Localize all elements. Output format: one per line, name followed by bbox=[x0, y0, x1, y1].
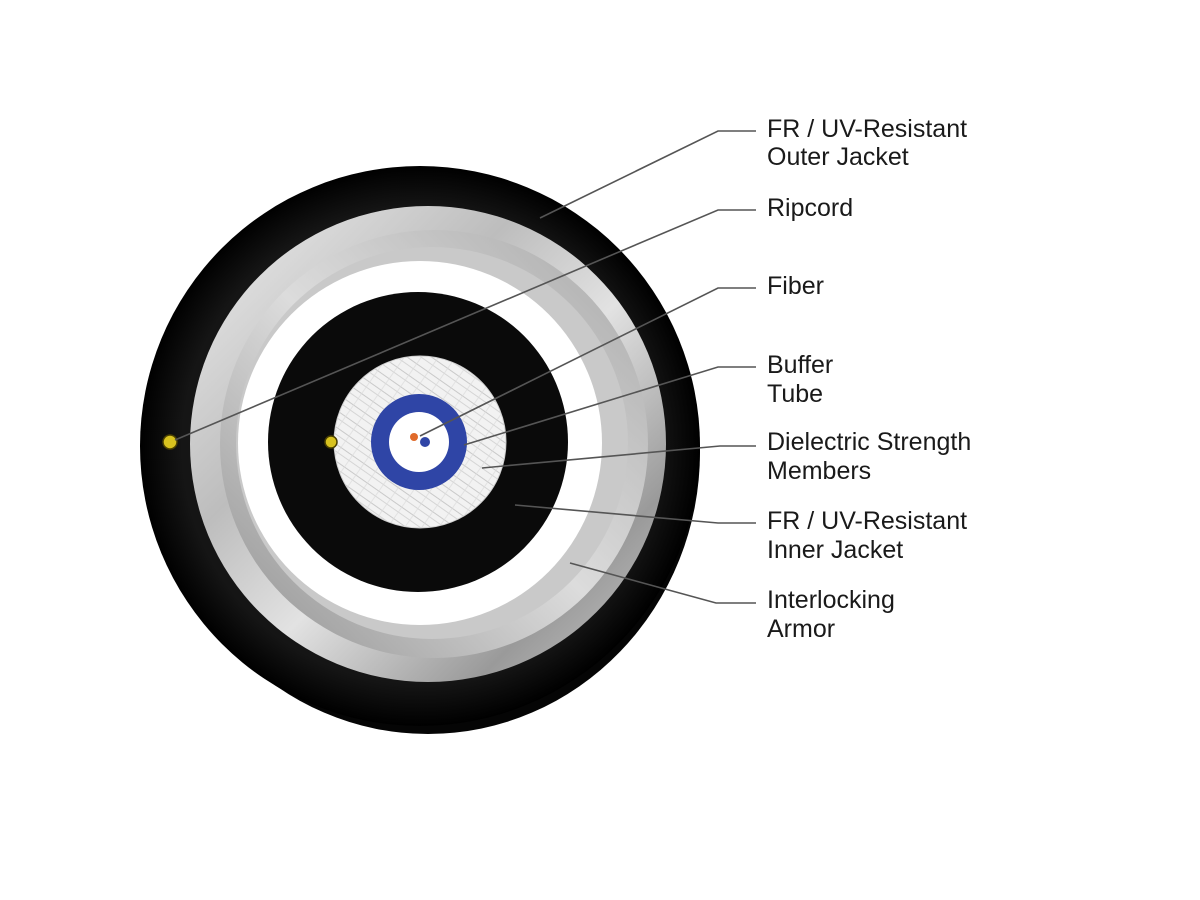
fiber-marker bbox=[410, 433, 418, 441]
leader-inner-jacket bbox=[514, 504, 756, 524]
leader-ripcord bbox=[174, 209, 756, 441]
buffer-tube-bore bbox=[389, 412, 449, 472]
callout-fiber: Fiber bbox=[767, 272, 824, 300]
callout-armor: Interlocking Armor bbox=[767, 586, 902, 643]
ripcord-outer bbox=[162, 434, 178, 450]
callout-outer-jacket: FR / UV-Resistant Outer Jacket bbox=[767, 115, 974, 171]
leader-outer-jacket bbox=[539, 130, 756, 219]
callout-buffer-tube: Buffer Tube bbox=[767, 351, 840, 408]
ripcord-inner bbox=[324, 435, 338, 449]
callout-inner-jacket: FR / UV-Resistant Inner Jacket bbox=[767, 507, 974, 564]
leader-strength-members bbox=[481, 445, 756, 469]
fiber-core bbox=[420, 437, 430, 447]
callout-strength-members: Dielectric Strength Members bbox=[767, 428, 978, 485]
leader-buffer-tube bbox=[463, 366, 756, 446]
callout-ripcord: Ripcord bbox=[767, 194, 853, 222]
leader-fiber bbox=[419, 287, 756, 437]
leader-armor bbox=[569, 562, 756, 604]
